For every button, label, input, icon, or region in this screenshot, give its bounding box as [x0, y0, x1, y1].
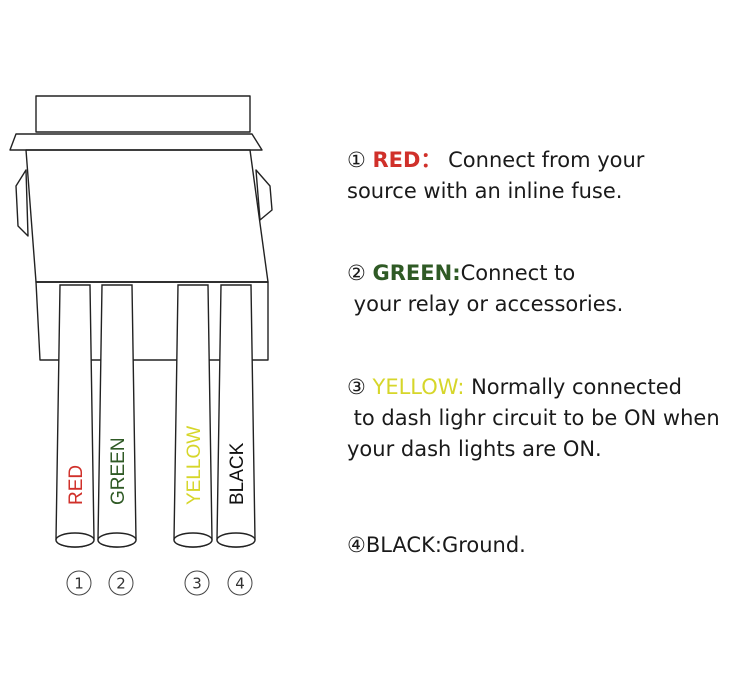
pin-number-circle — [66, 570, 92, 596]
pin-number: 4 — [235, 575, 245, 593]
keyword-yellow: YELLOW: — [372, 375, 465, 399]
pin-number: 1 — [74, 575, 84, 593]
description-line: your dash lights are ON. — [347, 437, 602, 461]
switch-top-cap — [35, 95, 251, 133]
description-text: Connect to — [460, 261, 576, 285]
keyword-green: GREEN: — [372, 261, 461, 285]
switch-body — [25, 149, 269, 283]
wire-label: BLACK — [227, 442, 248, 505]
pin-number-circle — [108, 570, 134, 596]
keyword-black: BLACK: — [365, 533, 442, 557]
pin-number: 3 — [192, 575, 202, 593]
marker: ③ — [347, 375, 366, 399]
description-text: Ground. — [441, 533, 526, 557]
wire-label: YELLOW — [184, 426, 205, 505]
wire-yellow: YELLOW — [173, 284, 213, 548]
description-black: ④BLACK:Ground. — [347, 530, 754, 561]
marker: ④ — [347, 533, 366, 557]
wire-end — [97, 532, 137, 548]
description-line: to dash lighr circuit to be ON when — [347, 406, 720, 430]
marker: ① — [347, 148, 366, 172]
switch-bezel — [9, 133, 263, 151]
description-line: source with an inline fuse. — [347, 179, 623, 203]
description-text: Normally connected — [464, 375, 682, 399]
pin-number: 2 — [116, 575, 126, 593]
wire-body — [97, 284, 137, 548]
marker: ② — [347, 261, 366, 285]
left-clip — [15, 169, 29, 237]
pin-number-row: 1 2 3 4 — [66, 570, 253, 596]
keyword-red: RED： — [372, 148, 442, 172]
wire-red: RED — [55, 284, 95, 548]
pin-number-circle — [227, 570, 253, 596]
wire-label: RED — [66, 465, 87, 505]
wire-end — [55, 532, 95, 548]
wire-body — [173, 284, 213, 548]
wire-black: BLACK — [216, 284, 256, 548]
wire-body — [216, 284, 256, 548]
description-yellow: ③ YELLOW: Normally connected to dash lig… — [347, 372, 754, 465]
description-red: ① RED： Connect from your source with an … — [347, 145, 754, 207]
wire-body — [55, 284, 95, 548]
right-clip — [255, 169, 273, 221]
wire-end — [216, 532, 256, 548]
wire-label: GREEN — [108, 437, 129, 505]
description-text: Connect from your — [441, 148, 645, 172]
pin-number-circle — [184, 570, 210, 596]
description-green: ② GREEN:Connect to your relay or accesso… — [347, 258, 754, 320]
wire-bundle: RED GREEN YELLOW BLACK — [55, 284, 256, 548]
wire-green: GREEN — [97, 284, 137, 548]
description-line: your relay or accessories. — [347, 292, 624, 316]
wire-end — [173, 532, 213, 548]
